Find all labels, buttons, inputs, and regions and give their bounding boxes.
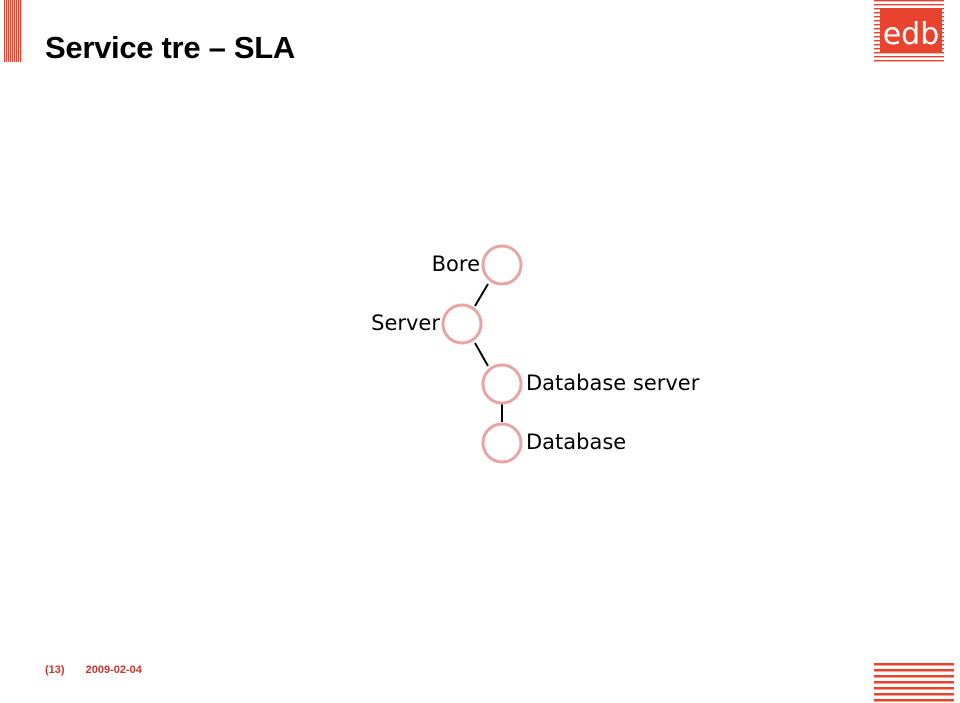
stripe [874, 52, 944, 54]
stripe [874, 4, 944, 6]
node-bore-circle [481, 244, 523, 286]
node-database-circle [481, 422, 523, 464]
stripe [874, 60, 944, 62]
stripe [874, 675, 954, 678]
stripe [874, 0, 944, 2]
stripe [874, 56, 944, 58]
page-title: Service tre – SLA [45, 30, 295, 65]
footer: (13) 2009-02-04 [45, 664, 142, 676]
node-bore-label: Bore [432, 252, 480, 276]
stripe [14, 0, 16, 62]
footer-date: 2009-02-04 [85, 664, 142, 676]
stripe [874, 693, 954, 696]
node-database-label: Database [526, 430, 626, 454]
stripe [874, 699, 954, 702]
stripe [18, 0, 20, 62]
page-number: (13) [45, 664, 65, 676]
logo-text: edb [883, 17, 940, 52]
node-dbserver-circle [481, 363, 523, 405]
stripe [10, 0, 12, 62]
edge-bore-server [474, 283, 489, 307]
edge-server-dbserver [474, 342, 489, 367]
stripe [874, 669, 954, 672]
stripe [4, 0, 6, 62]
stripe [874, 663, 954, 666]
corner-stripes-decoration [4, 0, 22, 62]
edb-logo: edb [874, 0, 944, 62]
stripe [12, 0, 14, 62]
stripe [20, 0, 22, 62]
stripe [8, 0, 10, 62]
footer-stripes-decoration [874, 663, 954, 702]
stripe [874, 687, 954, 690]
stripe [6, 0, 8, 62]
node-server-label: Server [371, 311, 440, 335]
stripe [16, 0, 18, 62]
stripe [874, 681, 954, 684]
node-dbserver-label: Database server [526, 371, 700, 395]
node-server-circle [441, 303, 483, 345]
